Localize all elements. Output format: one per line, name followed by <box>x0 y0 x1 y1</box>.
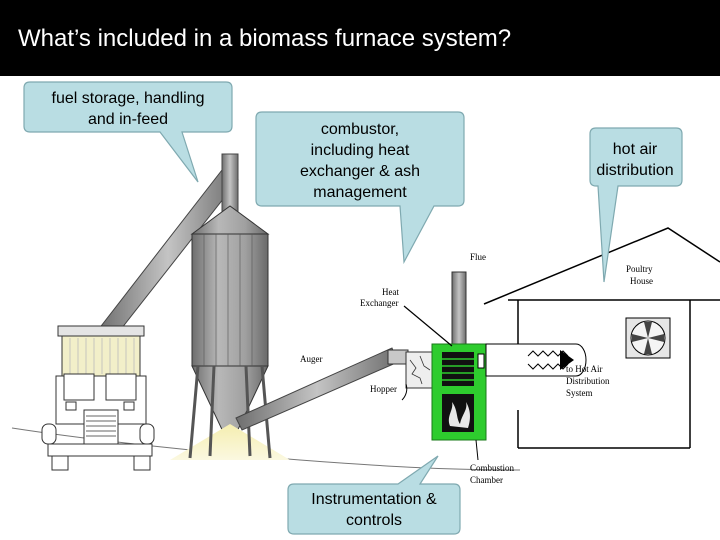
slide-title: What’s included in a biomass furnace sys… <box>18 25 512 52</box>
silo-pipe <box>221 153 239 215</box>
furnace <box>431 343 487 441</box>
svg-text:including heat: including heat <box>311 142 410 159</box>
auger-head <box>387 349 409 365</box>
truck <box>41 325 155 471</box>
callout-fuel-storage: fuel storage, handling and in-feed <box>23 81 233 183</box>
hopper-label: Hopper <box>370 384 397 394</box>
sand-pile <box>170 424 290 460</box>
svg-text:management: management <box>313 184 407 201</box>
title-bar: What’s included in a biomass furnace sys… <box>0 0 720 76</box>
svg-text:distribution: distribution <box>596 162 673 179</box>
hopper-pointer <box>401 383 408 401</box>
svg-text:combustor,: combustor, <box>321 121 399 138</box>
svg-text:hot air: hot air <box>613 141 658 158</box>
silo-legs <box>188 365 272 459</box>
flue-pipe <box>451 271 467 347</box>
exhaust-fan-icon <box>625 317 671 359</box>
svg-text:Instrumentation &: Instrumentation & <box>311 491 437 508</box>
auger-label: Auger <box>300 354 323 364</box>
callout-instrumentation: Instrumentation & controls <box>287 455 461 535</box>
hopper <box>405 351 433 389</box>
svg-text:House: House <box>630 276 653 286</box>
svg-text:System: System <box>566 388 593 398</box>
svg-text:Poultry: Poultry <box>626 264 653 274</box>
svg-text:Heat: Heat <box>382 287 399 297</box>
svg-text:Chamber: Chamber <box>470 475 503 485</box>
flue-label: Flue <box>470 252 486 262</box>
silo <box>190 205 270 439</box>
svg-text:fuel storage, handling: fuel storage, handling <box>52 90 205 107</box>
poultry-house-label: Poultry House <box>626 264 653 286</box>
callout-combustor: combustor, including heat exchanger & as… <box>255 111 465 265</box>
svg-text:Distribution: Distribution <box>566 376 610 386</box>
svg-text:Flue: Flue <box>470 252 486 262</box>
combustion-pointer <box>475 439 479 461</box>
svg-text:to Hot Air: to Hot Air <box>566 364 603 374</box>
svg-text:exchanger & ash: exchanger & ash <box>300 163 420 180</box>
svg-text:Combustion: Combustion <box>470 463 515 473</box>
svg-text:controls: controls <box>346 512 402 529</box>
heat-exchanger-label: Heat Exchanger <box>360 287 399 308</box>
heat-exchanger-pointer <box>403 305 453 347</box>
hot-air-duct <box>485 343 587 377</box>
poultry-house <box>483 227 720 449</box>
svg-text:Hopper: Hopper <box>370 384 397 394</box>
callout-hot-air-distribution: hot air distribution <box>589 127 683 283</box>
svg-text:Auger: Auger <box>300 354 323 364</box>
hot-air-label: to Hot Air Distribution System <box>566 364 610 398</box>
svg-text:and in-feed: and in-feed <box>88 111 168 128</box>
combustion-chamber-label: Combustion Chamber <box>470 463 515 485</box>
svg-text:Exchanger: Exchanger <box>360 298 398 308</box>
